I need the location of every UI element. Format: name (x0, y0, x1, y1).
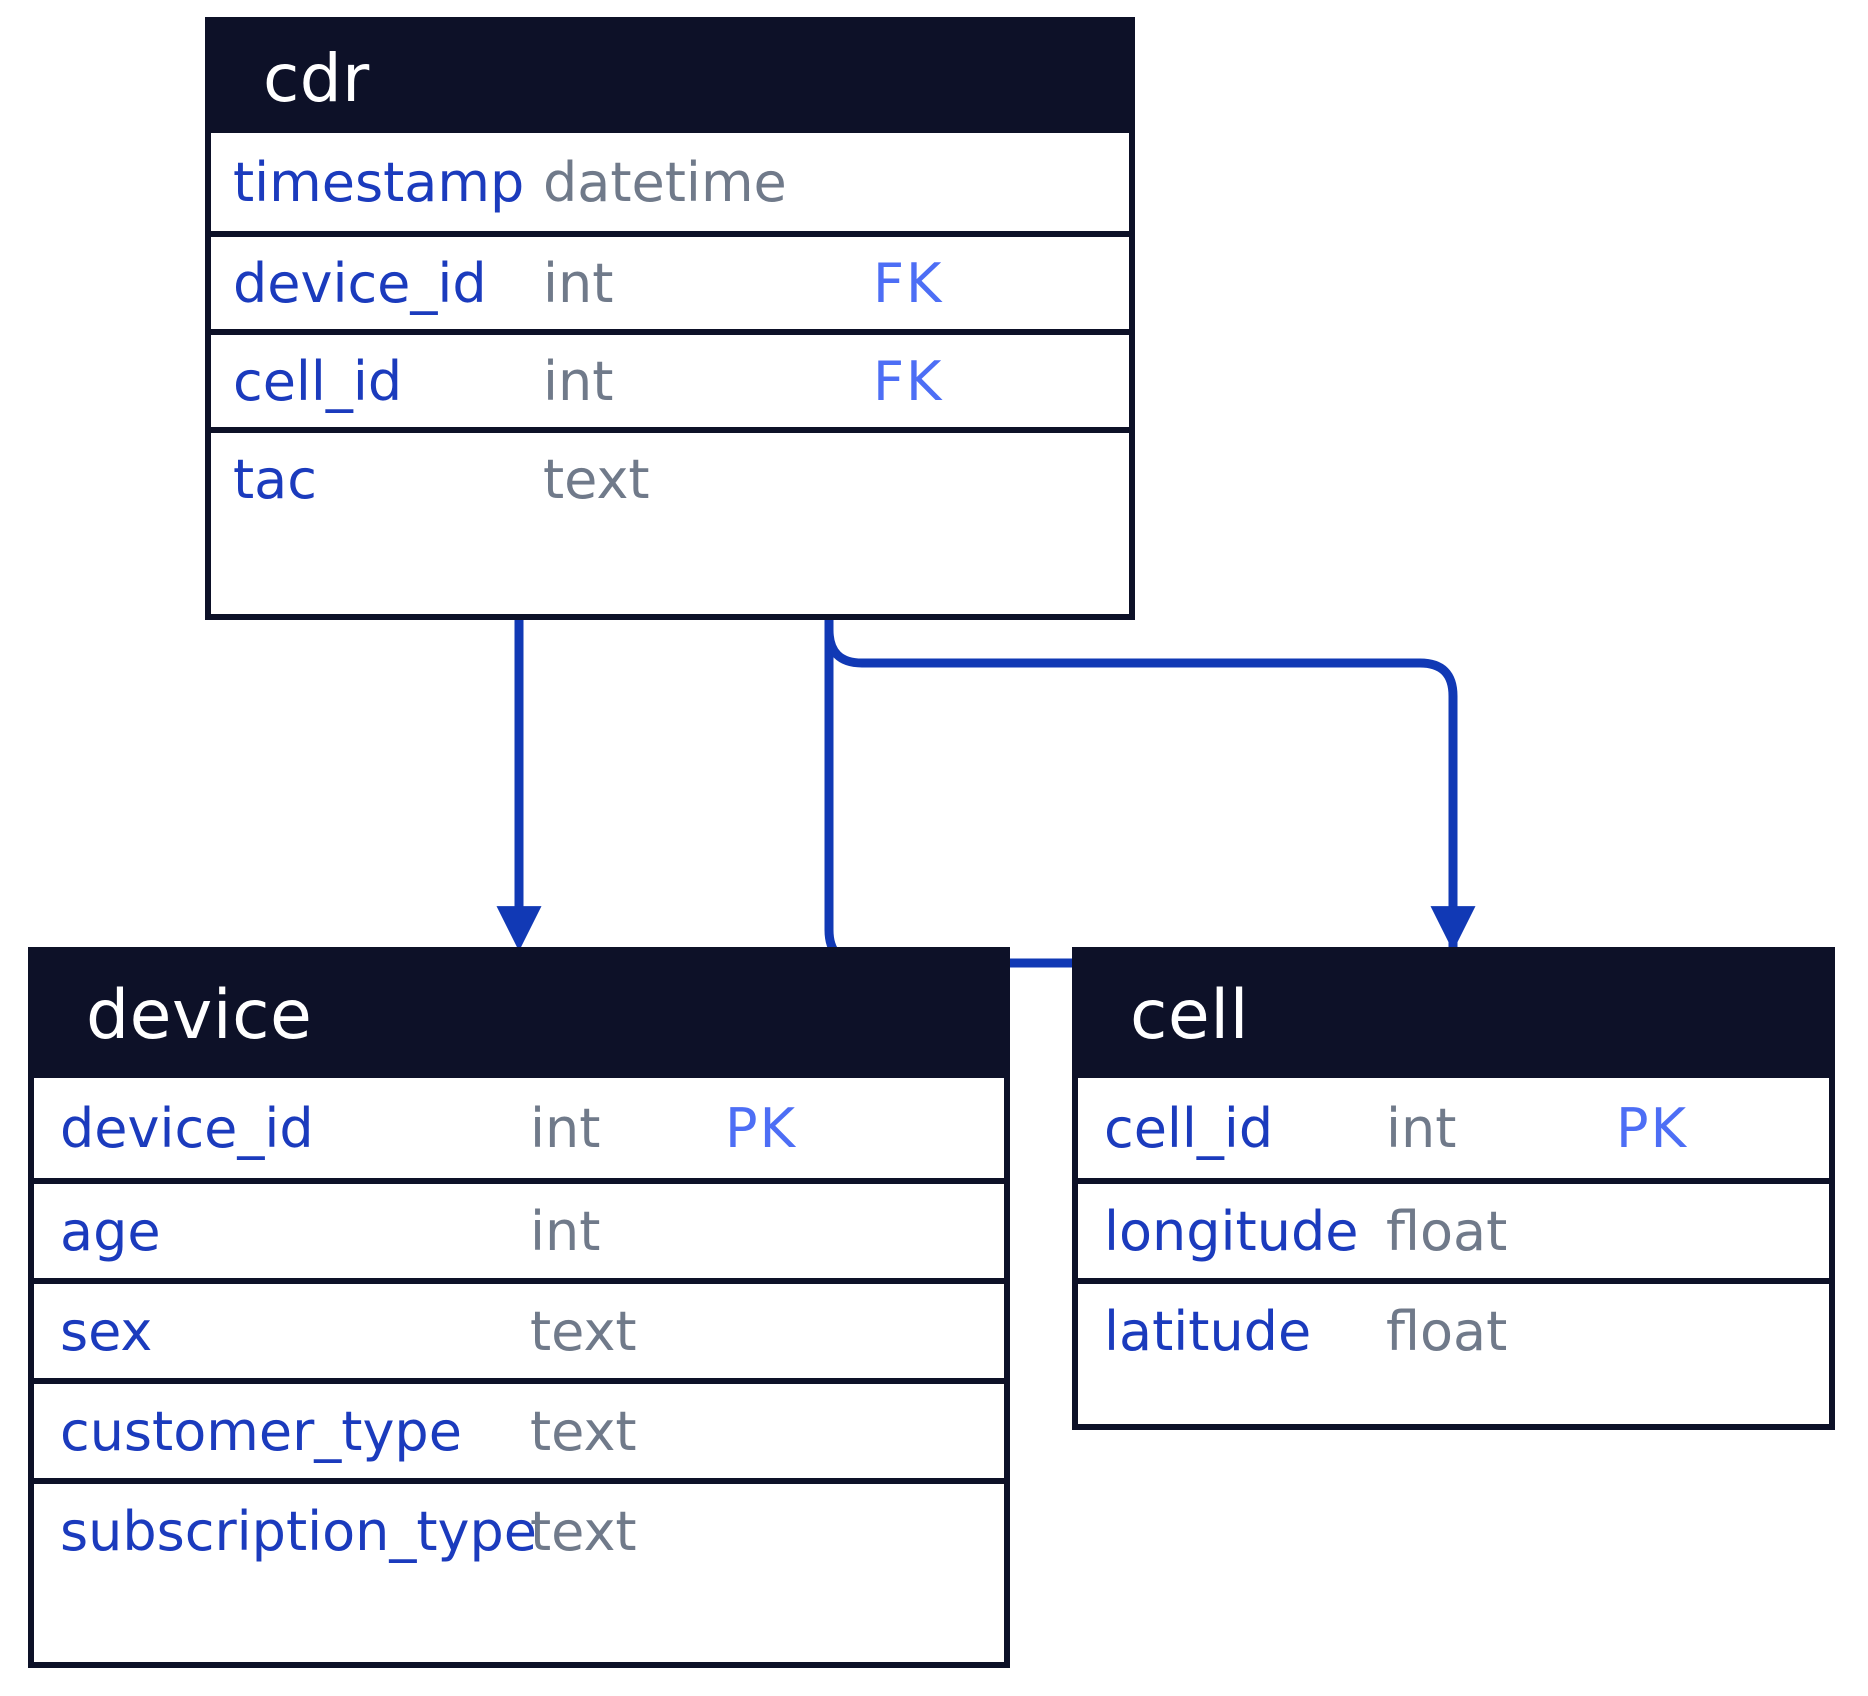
attribute-name: timestamp (233, 150, 525, 214)
entity-device-header: device (34, 953, 1004, 1078)
attribute-name: sex (60, 1299, 153, 1363)
attribute-type: int (530, 1199, 601, 1263)
attribute-type: text (543, 447, 650, 511)
attribute-row-cell-latitude[interactable]: latitude float (1078, 1278, 1829, 1378)
attribute-name: longitude (1104, 1199, 1359, 1263)
attribute-type: int (543, 349, 614, 413)
attribute-row-cell-longitude[interactable]: longitude float (1078, 1178, 1829, 1278)
attribute-name: subscription_type (60, 1499, 538, 1563)
entity-cdr-header: cdr (211, 23, 1129, 133)
attribute-row-cdr-device-id[interactable]: device_id int FK (211, 231, 1129, 329)
attribute-type: text (530, 1299, 637, 1363)
attribute-type: text (530, 1399, 637, 1463)
entity-device-title: device (86, 976, 313, 1055)
entity-cdr-title: cdr (263, 39, 370, 117)
attribute-name: device_id (60, 1096, 314, 1160)
attribute-type: int (543, 251, 614, 315)
attribute-row-device-device-id[interactable]: device_id int PK (34, 1078, 1004, 1178)
attribute-key-badge: FK (873, 349, 944, 413)
attribute-key-badge: PK (725, 1096, 797, 1160)
attribute-row-device-subscription-type[interactable]: subscription_type text (34, 1478, 1004, 1578)
entity-cell[interactable]: cell cell_id int PK longitude float lati… (1072, 947, 1835, 1430)
attribute-type: float (1386, 1299, 1508, 1363)
attribute-name: age (60, 1199, 161, 1263)
attribute-type: int (530, 1096, 601, 1160)
entity-device[interactable]: device device_id int PK age int sex text… (28, 947, 1010, 1668)
attribute-row-device-sex[interactable]: sex text (34, 1278, 1004, 1378)
attribute-row-cdr-cell-id[interactable]: cell_id int FK (211, 329, 1129, 427)
entity-cell-header: cell (1078, 953, 1829, 1078)
attribute-name: device_id (233, 251, 487, 315)
attribute-row-cell-cell-id[interactable]: cell_id int PK (1078, 1078, 1829, 1178)
relationship-cdr-cell-path (824, 620, 1476, 952)
entity-cell-title: cell (1130, 976, 1250, 1055)
entity-cdr[interactable]: cdr timestamp datetime device_id int FK … (205, 17, 1135, 620)
attribute-name: cell_id (233, 349, 403, 413)
attribute-name: latitude (1104, 1299, 1312, 1363)
attribute-row-cdr-timestamp[interactable]: timestamp datetime (211, 133, 1129, 231)
attribute-row-cdr-tac[interactable]: tac text (211, 427, 1129, 525)
attribute-type: datetime (543, 150, 787, 214)
attribute-type: text (530, 1499, 637, 1563)
attribute-name: cell_id (1104, 1096, 1274, 1160)
attribute-type: float (1386, 1199, 1508, 1263)
relationship-cdr-cell (824, 620, 1458, 997)
attribute-row-device-customer-type[interactable]: customer_type text (34, 1378, 1004, 1478)
attribute-key-badge: FK (873, 251, 944, 315)
attribute-key-badge: PK (1616, 1096, 1688, 1160)
attribute-name: customer_type (60, 1399, 462, 1463)
attribute-row-device-age[interactable]: age int (34, 1178, 1004, 1278)
attribute-type: int (1386, 1096, 1457, 1160)
attribute-name: tac (233, 447, 317, 511)
